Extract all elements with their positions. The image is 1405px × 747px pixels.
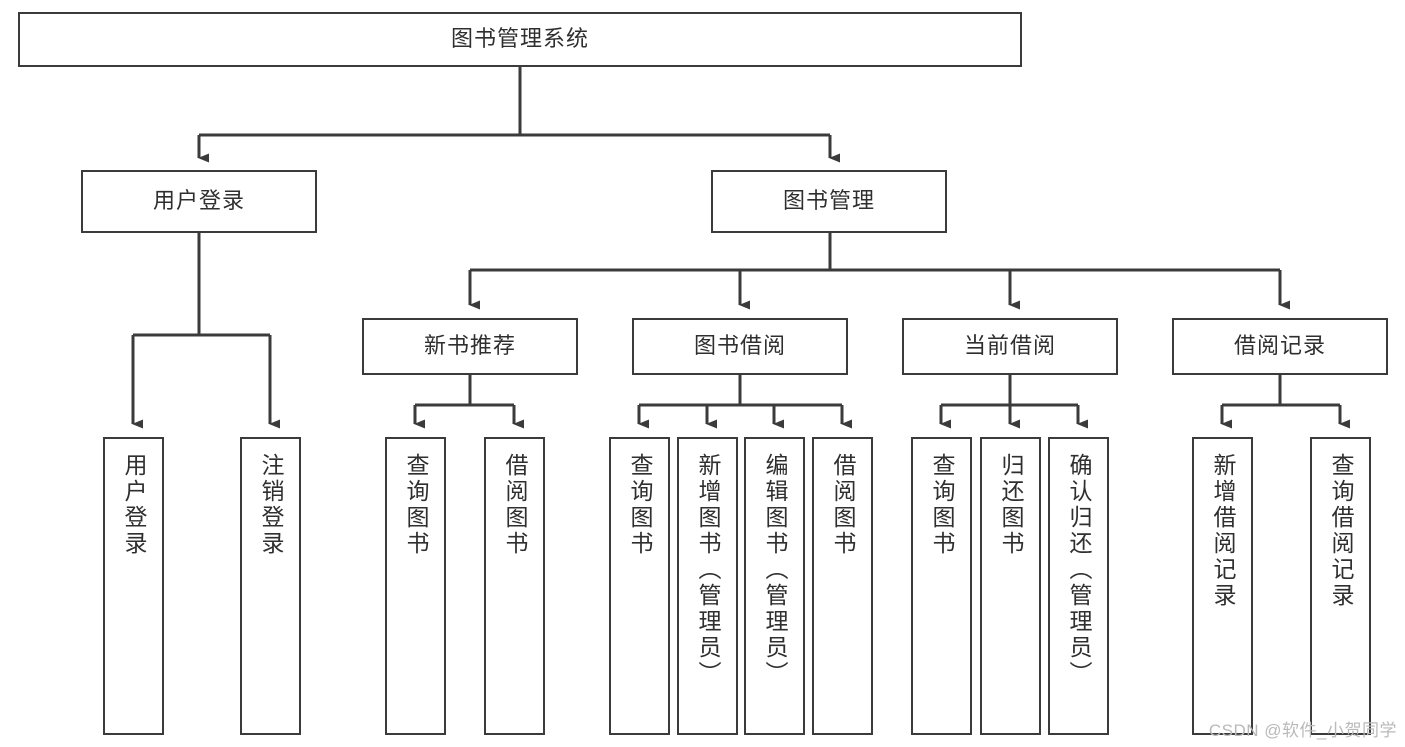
node-leaf-query-book-3[interactable]: 查询图书 xyxy=(911,437,972,735)
csdn-watermark: CSDN @软件_小贺同学 xyxy=(1208,721,1397,740)
node-leaf-user-login[interactable]: 用户登录 xyxy=(103,437,164,735)
node-leaf-query-book-2[interactable]: 查询图书 xyxy=(609,437,670,735)
node-leaf-edit-book[interactable]: 编辑图书（管理员） xyxy=(744,437,805,735)
node-borrow-record-label: 借阅记录 xyxy=(1233,333,1326,359)
node-book-borrow-label: 图书借阅 xyxy=(693,333,786,359)
node-leaf-confirm-return-label: 确认归还（管理员） xyxy=(1066,453,1092,687)
node-leaf-return-book-label: 归还图书 xyxy=(998,453,1024,557)
node-leaf-user-login-label: 用户登录 xyxy=(121,453,147,557)
node-leaf-edit-book-label: 编辑图书（管理员） xyxy=(762,453,788,687)
node-leaf-return-book[interactable]: 归还图书 xyxy=(980,437,1041,735)
node-root[interactable]: 图书管理系统 xyxy=(18,12,1022,67)
node-leaf-confirm-return[interactable]: 确认归还（管理员） xyxy=(1048,437,1109,735)
node-book-manage[interactable]: 图书管理 xyxy=(711,170,947,233)
node-leaf-query-record-label: 查询借阅记录 xyxy=(1328,453,1354,609)
node-book-borrow[interactable]: 图书借阅 xyxy=(632,318,848,375)
node-leaf-borrow-book-2-label: 借阅图书 xyxy=(830,453,856,557)
node-leaf-borrow-book-1[interactable]: 借阅图书 xyxy=(484,437,545,735)
node-leaf-add-record[interactable]: 新增借阅记录 xyxy=(1192,437,1253,735)
node-leaf-borrow-book-2[interactable]: 借阅图书 xyxy=(812,437,873,735)
node-leaf-borrow-book-1-label: 借阅图书 xyxy=(502,453,528,557)
node-borrow-record[interactable]: 借阅记录 xyxy=(1172,318,1388,375)
node-leaf-add-book[interactable]: 新增图书（管理员） xyxy=(677,437,738,735)
node-book-manage-label: 图书管理 xyxy=(782,188,875,214)
node-leaf-query-book-1[interactable]: 查询图书 xyxy=(385,437,446,735)
node-leaf-query-book-2-label: 查询图书 xyxy=(627,453,653,557)
node-current-borrow[interactable]: 当前借阅 xyxy=(902,318,1118,375)
node-current-borrow-label: 当前借阅 xyxy=(963,333,1056,359)
node-new-book-recommend-label: 新书推荐 xyxy=(423,333,516,359)
node-leaf-logout-login[interactable]: 注销登录 xyxy=(240,437,301,735)
node-user-login[interactable]: 用户登录 xyxy=(81,170,317,233)
node-root-label: 图书管理系统 xyxy=(450,26,589,52)
node-new-book-recommend[interactable]: 新书推荐 xyxy=(362,318,578,375)
node-user-login-label: 用户登录 xyxy=(152,188,245,214)
node-leaf-query-book-1-label: 查询图书 xyxy=(403,453,429,557)
node-leaf-add-book-label: 新增图书（管理员） xyxy=(695,453,721,687)
node-leaf-logout-login-label: 注销登录 xyxy=(258,453,284,557)
node-leaf-query-record[interactable]: 查询借阅记录 xyxy=(1310,437,1371,735)
node-leaf-add-record-label: 新增借阅记录 xyxy=(1210,453,1236,609)
node-leaf-query-book-3-label: 查询图书 xyxy=(929,453,955,557)
